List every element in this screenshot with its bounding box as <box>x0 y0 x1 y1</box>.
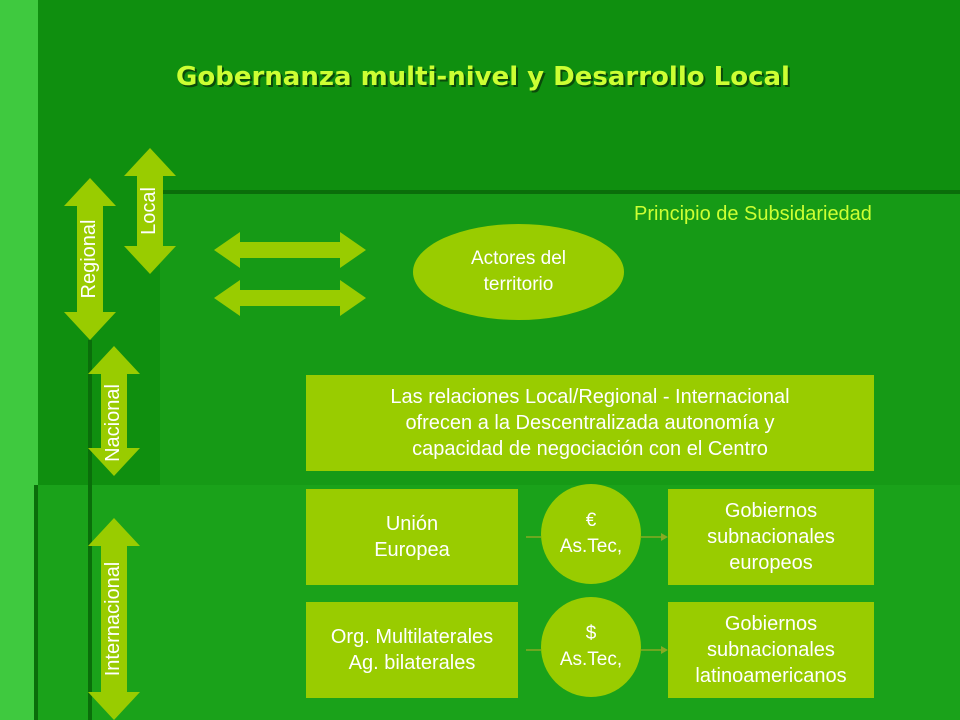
background-divider-top <box>160 190 960 194</box>
european-subnational-governments-box: Gobiernos subnacionales europeos <box>668 489 874 585</box>
dollar-technical-assistance-ellipse: $ As.Tec, <box>541 597 641 697</box>
background-left-strip <box>0 0 38 720</box>
regional-level-label: Regional <box>78 219 100 299</box>
upper-horizontal-double-arrow <box>214 232 366 268</box>
european-union-box: Unión Europea <box>306 489 518 585</box>
local-level-arrow <box>124 148 176 274</box>
internacional-level-arrow <box>88 518 140 720</box>
background-divider-low <box>34 485 38 720</box>
nacional-level-label: Nacional <box>102 384 124 462</box>
europe-connector-arrowhead <box>661 533 668 541</box>
subsidiarity-principle-label: Principio de Subsidariedad <box>634 203 872 225</box>
euro-technical-assistance-ellipse: € As.Tec, <box>541 484 641 584</box>
internacional-level-label: Internacional <box>102 561 124 677</box>
latam-connector-arrowhead <box>661 646 668 654</box>
latin-american-subnational-governments-box: Gobiernos subnacionales latinoamericanos <box>668 602 874 698</box>
regional-level-arrow <box>64 178 116 340</box>
background-divider-mid <box>88 340 92 720</box>
lower-horizontal-double-arrow <box>214 280 366 316</box>
multilateral-bilateral-orgs-box: Org. Multilaterales Ag. bilaterales <box>306 602 518 698</box>
relations-textbox: Las relaciones Local/Regional - Internac… <box>306 375 874 471</box>
nacional-level-arrow <box>88 346 140 476</box>
page-title: Gobernanza multi-nivel y Desarrollo Loca… <box>176 62 790 92</box>
local-level-label: Local <box>138 187 160 235</box>
territory-actors-ellipse: Actores del territorio <box>413 224 624 320</box>
